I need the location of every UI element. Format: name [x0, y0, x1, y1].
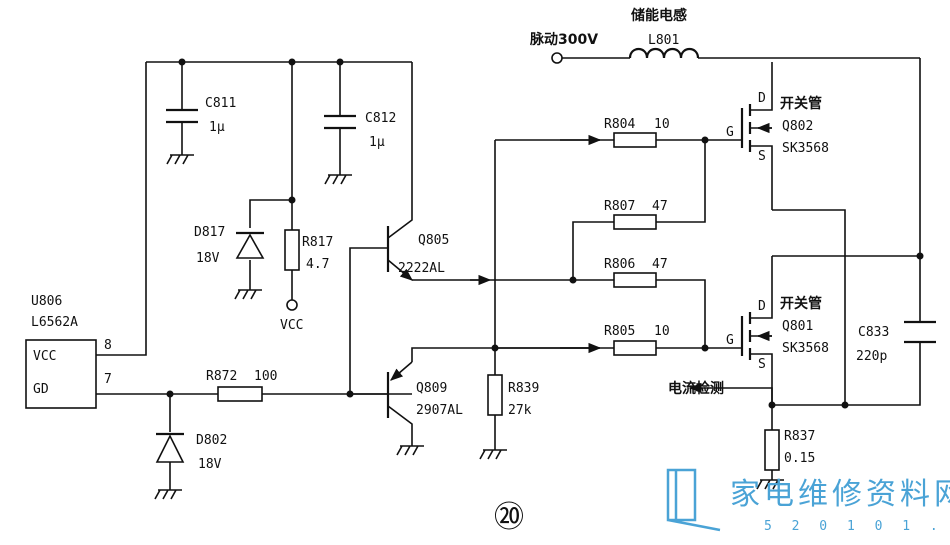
transistor-q809 [386, 361, 424, 456]
base-wire [349, 247, 388, 395]
d802-value: 18V [198, 457, 222, 472]
current-sense-label: 电流检测 [668, 380, 724, 397]
c811-value: 1μ [209, 120, 225, 135]
junction-dot [916, 252, 924, 260]
u806-ref: U806 [31, 294, 62, 309]
q802-ref: Q802 [782, 119, 813, 134]
inductor-title: 储能电感 [630, 7, 687, 24]
c833-value: 220p [856, 349, 887, 364]
r806-wire [490, 279, 706, 348]
mosfet-q802 [740, 62, 773, 210]
capacitor-c812 [324, 62, 356, 185]
r837-value: 0.15 [784, 451, 815, 466]
c811-ref: C811 [205, 96, 236, 111]
junction-dot [569, 276, 577, 284]
r837-ref: R837 [784, 429, 815, 444]
mosfet-q801 [740, 256, 773, 405]
resistor-r817 [284, 229, 300, 271]
r806-value: 47 [652, 257, 668, 272]
resistor-r805 [613, 340, 657, 356]
junction-dot [336, 58, 344, 66]
r817-value: 4.7 [306, 257, 329, 272]
r839-ref: R839 [508, 381, 539, 396]
junction-dot [841, 401, 849, 409]
junction-dot [346, 390, 354, 398]
q809-part: 2907AL [416, 403, 463, 418]
r807-wire [572, 140, 706, 280]
pin-vcc-name: VCC [33, 349, 56, 364]
emitter-node-wire [411, 279, 590, 362]
resistor-r804 [613, 132, 657, 148]
r872-ref: R872 [206, 369, 237, 384]
r804-ref: R804 [604, 117, 635, 132]
r804-value: 10 [654, 117, 670, 132]
q802-s: S [758, 149, 766, 164]
q805-ref: Q805 [418, 233, 449, 248]
r805-ref: R805 [604, 324, 635, 339]
c812-ref: C812 [365, 111, 396, 126]
r806-ref: R806 [604, 257, 635, 272]
junction-dot [178, 58, 186, 66]
capacitor-c811 [166, 62, 198, 165]
r807-ref: R807 [604, 199, 635, 214]
r805-value: 10 [654, 324, 670, 339]
r817-ref: R817 [302, 235, 333, 250]
q802-part: SK3568 [782, 141, 829, 156]
inductor-l801 [628, 47, 700, 59]
r872-value: 100 [254, 369, 277, 384]
r807-value: 47 [652, 199, 668, 214]
q802-d: D [758, 91, 766, 106]
resistor-r807 [613, 214, 657, 230]
pin-vcc-num: 8 [104, 338, 112, 353]
ic-u806 [25, 339, 97, 409]
diode-d817 [234, 231, 265, 300]
q805-part: 2222AL [398, 261, 445, 276]
watermark-text: 家电维修资料网 [730, 477, 950, 512]
capacitor-c833 [904, 320, 936, 344]
junction-dot [288, 58, 296, 66]
junction-dot [288, 196, 296, 204]
l801-ref: L801 [648, 33, 679, 48]
resistor-r872 [217, 386, 263, 402]
figure-number: ⑳ [494, 500, 524, 535]
pin-gd-name: GD [33, 382, 49, 397]
q801-ref: Q801 [782, 319, 813, 334]
current-sense-wire [688, 382, 773, 405]
d817-ref: D817 [194, 225, 225, 240]
d817-wire [249, 199, 292, 290]
watermark-logo-icon [666, 468, 721, 532]
diode-d802 [154, 432, 185, 500]
d802-ref: D802 [196, 433, 227, 448]
c812-value: 1μ [369, 135, 385, 150]
pin-gd-num: 7 [104, 372, 112, 387]
transistor-q805 [386, 62, 413, 281]
resistor-r806 [613, 272, 657, 288]
junction-dot [166, 390, 174, 398]
r839-value: 27k [508, 403, 532, 418]
vcc-terminal [286, 299, 298, 311]
q801-role: 开关管 [780, 295, 822, 312]
q801-d: D [758, 299, 766, 314]
q801-part: SK3568 [782, 341, 829, 356]
c833-ref: C833 [858, 325, 889, 340]
resistor-r839 [479, 374, 507, 460]
watermark-url: 5 2 0 1 0 1 . c o m [764, 519, 950, 534]
q801-g: G [726, 333, 734, 348]
q801-s: S [758, 357, 766, 372]
q802-g: G [726, 125, 734, 140]
drain-bus-wire [772, 58, 921, 406]
d817-value: 18V [196, 251, 220, 266]
u806-part: L6562A [31, 315, 78, 330]
input-label: 脉动300V [529, 31, 598, 48]
q809-ref: Q809 [416, 381, 447, 396]
vcc-rail-wire [96, 62, 147, 356]
q802-role: 开关管 [780, 95, 822, 112]
input-terminal [551, 52, 563, 64]
vcc-label: VCC [280, 318, 303, 333]
resistor-r837 [756, 429, 784, 490]
